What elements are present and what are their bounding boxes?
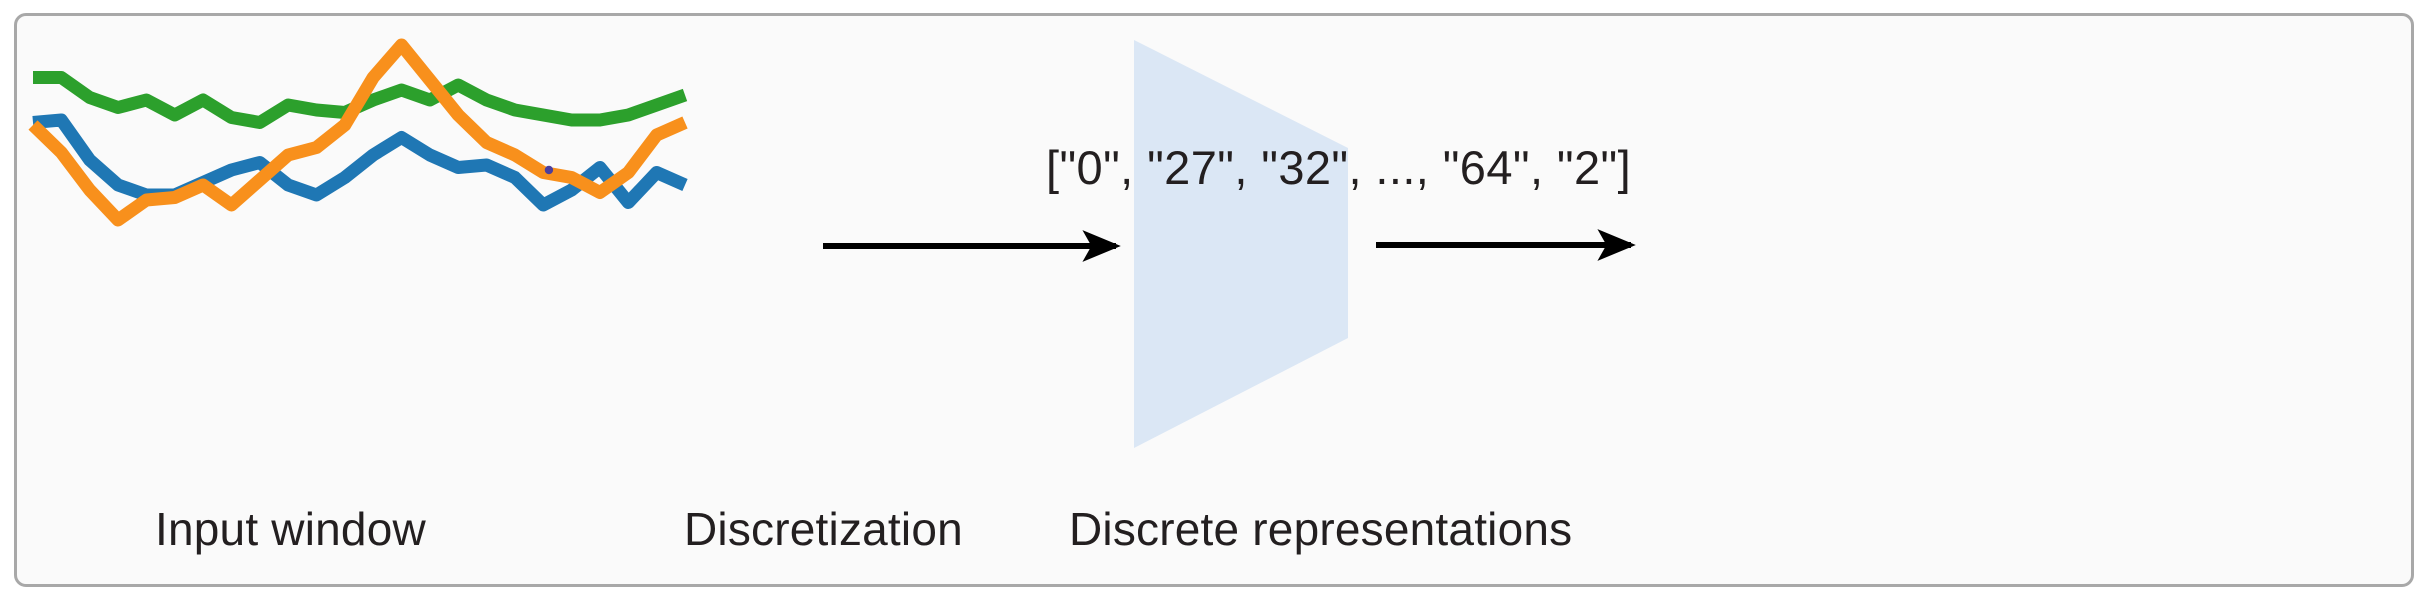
input-window-chart bbox=[28, 38, 688, 227]
discrete-tokens-text: ["0", "27", "32", ..., "64", "2"] bbox=[1046, 141, 1632, 194]
caption-discretization: Discretization bbox=[684, 503, 963, 555]
discretization-trapezoid bbox=[1134, 40, 1348, 448]
caption-discrete-representations: Discrete representations bbox=[1069, 503, 1573, 555]
caption-input-window: Input window bbox=[155, 503, 426, 555]
series-orange-line bbox=[28, 38, 688, 227]
marker-dot-icon bbox=[544, 165, 554, 175]
